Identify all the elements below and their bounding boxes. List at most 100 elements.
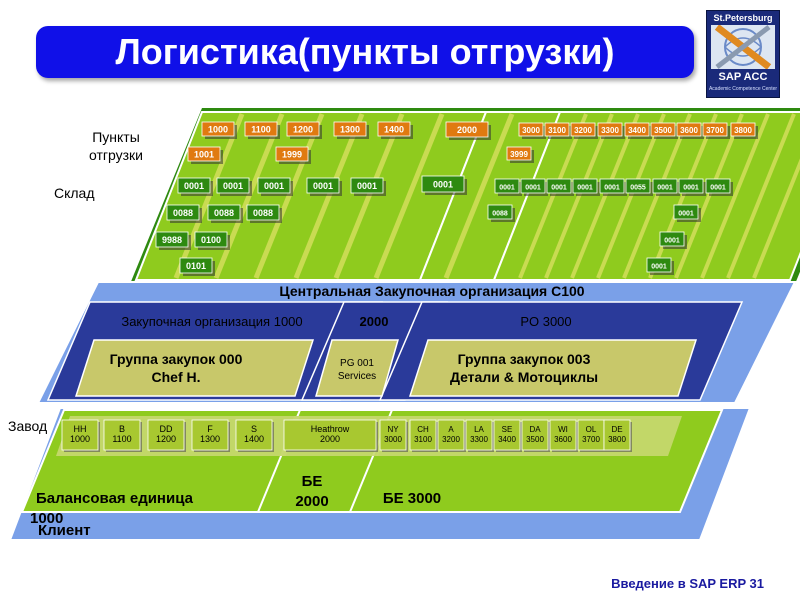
storage-loc-p1-8 [155,231,189,248]
shipping-point-1200-2-label: 1200 [293,125,313,135]
plant-heathrow [283,419,377,451]
shipping-point-3600 [676,122,702,137]
purch-org-1000-label: Закупочная организация 1000 [121,314,302,329]
central-purch-org-label: Центральная Закупочная организация С100 [279,283,584,299]
storage-loc-p1-3 [306,177,340,194]
stripe-p3-9 [752,158,800,279]
storage-loc-p1-1 [216,177,250,194]
purch-group-003-box [408,339,698,397]
label-warehouse: Склад [54,185,95,201]
plant-DD [147,419,185,451]
shipping-point-3200 [570,122,596,137]
shipping-point-3300 [597,122,623,137]
company-code-3000-label: БЕ 3000 [383,490,441,507]
sap-acc-logo: St.Petersburg SAP ACC Academic Competenc… [706,10,780,98]
storage-loc-p1-1-label: 0001 [223,181,243,191]
shipping-point-1100-1 [244,121,278,137]
storage-loc-p1-7-label: 0088 [253,208,273,218]
shipping-point-3700-label: 3700 [706,126,724,135]
shipping-point-1100-1-label: 1100 [251,125,271,135]
shipping-point-1400-4-label: 1400 [384,125,404,135]
label-plant: Завод [8,418,47,434]
storage-loc-p3-8-label: 0001 [710,185,726,192]
storage-loc-p3-1-label: 0001 [525,185,541,192]
shipping-point-3800 [730,122,756,137]
shipping-point-1200-2 [286,121,320,137]
title-bar: Логистика(пункты отгрузки) [36,26,694,78]
storage-loc-p1-4-label: 0001 [357,181,377,191]
shipping-point-1000-0 [201,121,235,137]
storage-loc-p3-7 [678,178,704,194]
storage-loc-p2-0-label: 0001 [433,180,453,190]
storage-loc-p3-1 [520,178,546,194]
shipping-point-3600-label: 3600 [680,126,698,135]
storage-loc-p3-11-label: 0001 [664,238,680,245]
storage-loc-p3-5-label: 0055 [630,185,646,192]
plant-CH [409,419,437,451]
storage-loc-p3-7-label: 0001 [683,185,699,192]
storage-loc-p1-6-label: 0088 [214,208,234,218]
plant-DE [603,419,631,451]
storage-loc-p3-6-label: 0001 [657,185,673,192]
storage-loc-p3-2 [546,178,572,194]
shipping-point-1999-6 [275,146,309,162]
storage-loc-p3-0-label: 0001 [499,185,515,192]
shipping-point-2000 [445,121,489,138]
logo-city: St.Petersburg [713,13,773,23]
storage-loc-p1-9 [194,231,228,248]
stripe-p3-7 [700,113,770,279]
shipping-point-3800-label: 3800 [734,126,752,135]
storage-loc-p2-0 [421,175,465,193]
storage-loc-p1-4 [350,177,384,194]
storage-loc-p3-12-label: 0001 [651,264,667,271]
shipping-point-2000-label: 2000 [457,125,477,135]
storage-loc-p1-3-label: 0001 [313,181,333,191]
page-title: Логистика(пункты отгрузки) [115,31,615,72]
storage-loc-p1-9-label: 0100 [201,235,221,245]
storage-loc-p1-5 [166,204,200,221]
storage-loc-p3-10-label: 0001 [678,211,694,218]
plant-DA [521,419,549,451]
plant-B [103,419,141,451]
logo-subtitle: Academic Competence Center [708,86,778,92]
shipping-point-3100-label: 3100 [548,126,566,135]
storage-loc-p3-10 [673,204,699,220]
plant-A [437,419,465,451]
label-client: Клиент [38,522,91,539]
storage-loc-p3-9 [487,204,513,220]
storage-loc-p3-2-label: 0001 [551,185,567,192]
storage-loc-p1-10 [179,257,213,274]
plant-F [191,419,229,451]
storage-loc-p1-8-label: 9988 [162,235,182,245]
shipping-point-1001-5 [187,146,221,162]
logo-name: SAP ACC [718,71,768,83]
shipping-point-1001-5-label: 1001 [194,150,214,160]
storage-loc-p3-3-label: 0001 [577,185,593,192]
shipping-point-3700 [702,122,728,137]
storage-loc-p1-7 [246,204,280,221]
plant-WI [549,419,577,451]
shipping-point-3400 [624,122,650,137]
shipping-point-3300-label: 3300 [601,126,619,135]
stripe-p1-5 [373,113,445,279]
storage-loc-p3-5 [625,178,651,194]
shipping-point-3999 [506,146,532,161]
storage-loc-p1-5-label: 0088 [173,208,193,218]
